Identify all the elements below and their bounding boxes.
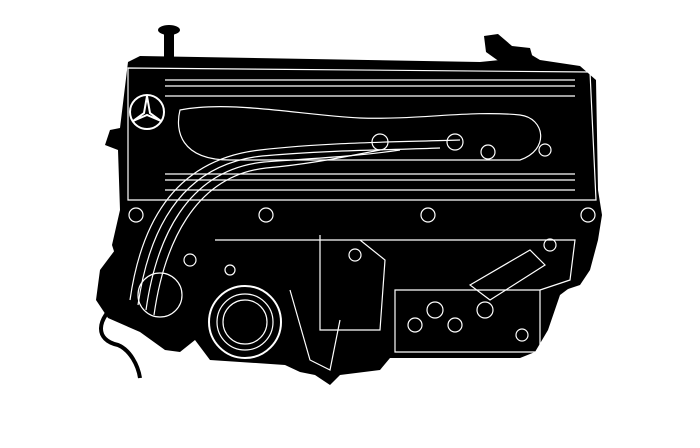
- engine-linework: [127, 67, 597, 371]
- engine-block: [96, 235, 580, 385]
- oil-filler-cap: [164, 30, 174, 62]
- engine-silhouette: [96, 25, 602, 385]
- throttle-body: [208, 285, 282, 359]
- valve-cover: [105, 48, 602, 290]
- mercedes-star-logo: [129, 94, 165, 130]
